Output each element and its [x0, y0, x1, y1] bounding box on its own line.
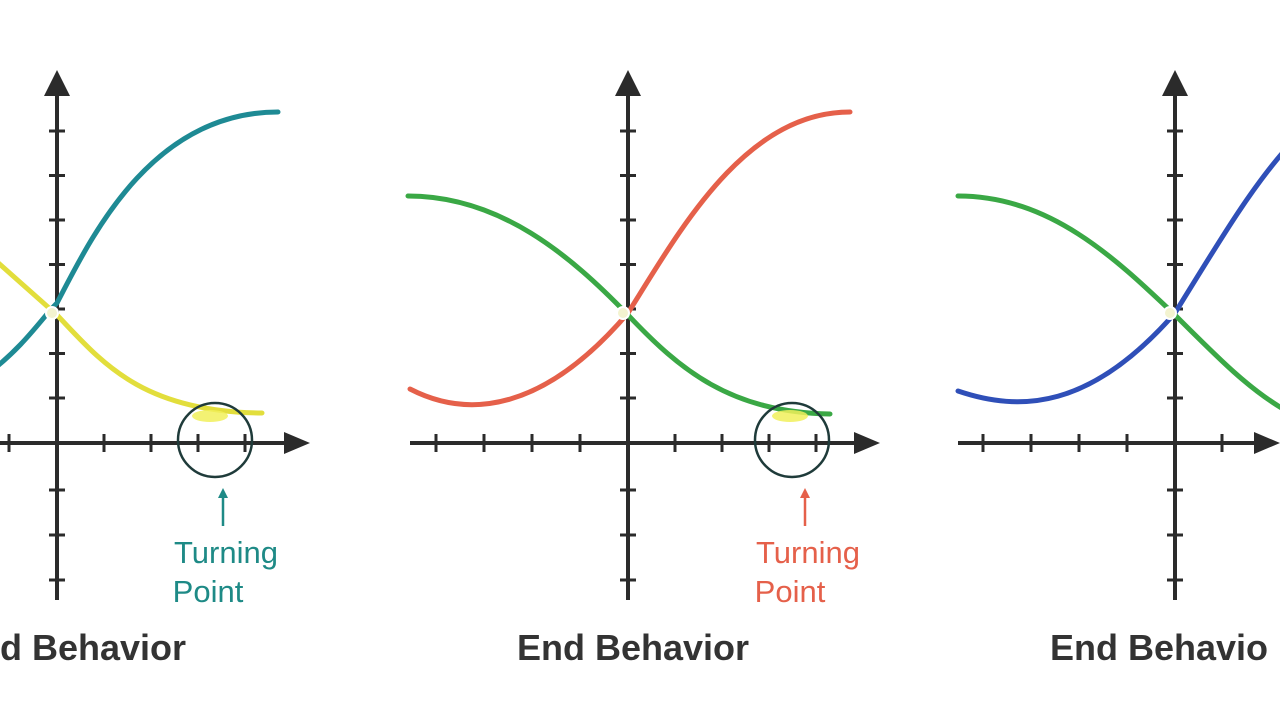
- turning-point-circle: [753, 401, 831, 479]
- y-axis-arrowhead: [615, 70, 641, 96]
- intersection-point: [45, 306, 59, 320]
- intersection-point: [616, 306, 630, 320]
- annotation-arrowhead: [800, 488, 810, 498]
- turning-point-highlight: [192, 410, 228, 422]
- x-axis-arrowhead: [854, 432, 880, 454]
- panel-caption: End Behavior: [517, 627, 749, 668]
- y-axis-arrowhead: [1162, 70, 1188, 96]
- annotation-arrowhead: [218, 488, 228, 498]
- curve-falling: [405, 193, 833, 417]
- curve-falling: [955, 193, 1280, 410]
- graph-panel-3: End Behavio: [955, 70, 1280, 668]
- axis-ticks: [7, 129, 247, 582]
- turning-point-highlight: [772, 410, 808, 422]
- x-axis-arrowhead: [1254, 432, 1280, 454]
- curve-rising: [955, 152, 1280, 405]
- turning-point-circle: [176, 401, 254, 479]
- panel-caption: d Behavior: [0, 627, 186, 668]
- y-axis-arrowhead: [44, 70, 70, 96]
- annotation-line1: Turning: [174, 535, 278, 570]
- panel-caption: End Behavio: [1050, 627, 1268, 668]
- intersection-point: [1163, 306, 1177, 320]
- annotation-line2: Point: [755, 574, 826, 609]
- curve-rising: [0, 109, 281, 368]
- curve-falling: [0, 261, 265, 416]
- annotation-line1: Turning: [756, 535, 860, 570]
- x-axis-arrowhead: [284, 432, 310, 454]
- axis-ticks: [981, 129, 1224, 582]
- annotation-line2: Point: [173, 574, 244, 609]
- axis-ticks: [434, 129, 818, 582]
